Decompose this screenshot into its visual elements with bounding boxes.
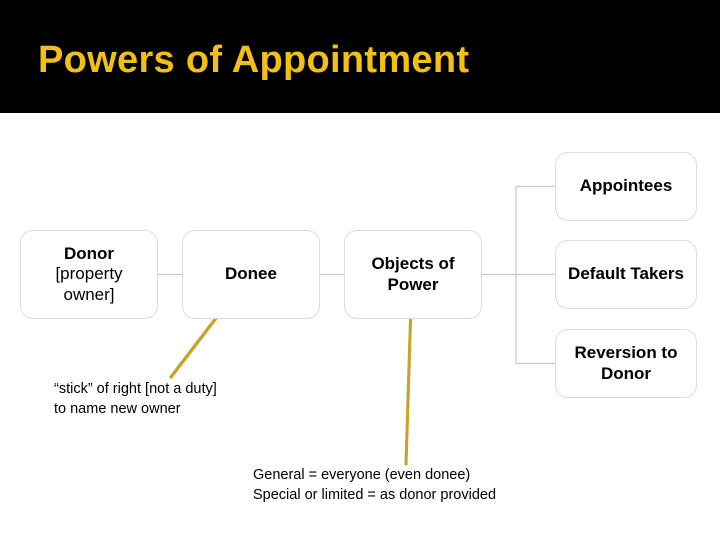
node-default-takers-text: Default Takers	[568, 264, 684, 284]
node-objects-of-power[interactable]: Objects of Power	[344, 230, 482, 319]
node-reversion-to-donor[interactable]: Reversion to Donor	[555, 329, 697, 398]
node-reversion-line-1: Donor	[600, 363, 652, 383]
node-donee[interactable]: Donee	[182, 230, 320, 319]
node-objects-text: Objects of Power	[371, 254, 454, 294]
title-band	[0, 0, 720, 113]
accent-line-objects-to-general	[404, 302, 413, 466]
annotation-general-special: General = everyone (even donee) Special …	[253, 467, 497, 503]
node-donor-line-0: Donor	[63, 244, 115, 264]
node-objects-line-1: Power	[387, 274, 439, 294]
node-default-takers[interactable]: Default Takers	[555, 240, 697, 309]
node-objects-line-0: Objects of	[371, 254, 455, 274]
node-donee-text: Donee	[225, 264, 277, 284]
node-appointees[interactable]: Appointees	[555, 152, 697, 221]
node-donor-text: Donor [property owner]	[55, 244, 122, 304]
node-donor[interactable]: Donor [property owner]	[20, 230, 158, 319]
node-reversion-line-0: Reversion to	[574, 343, 678, 363]
node-appointees-text: Appointees	[580, 176, 673, 196]
node-donor-line-2: owner]	[63, 284, 115, 304]
node-donor-line-1: [property	[55, 264, 123, 284]
node-default-takers-line-0: Default Takers	[568, 264, 684, 284]
node-reversion-text: Reversion to Donor	[575, 343, 678, 383]
node-appointees-line-0: Appointees	[579, 176, 673, 196]
page-title: Powers of Appointment	[38, 39, 470, 81]
node-donee-line-0: Donee	[225, 264, 277, 284]
annotation-stick-of-right: “stick” of right [not a duty] to name ne…	[54, 381, 217, 417]
